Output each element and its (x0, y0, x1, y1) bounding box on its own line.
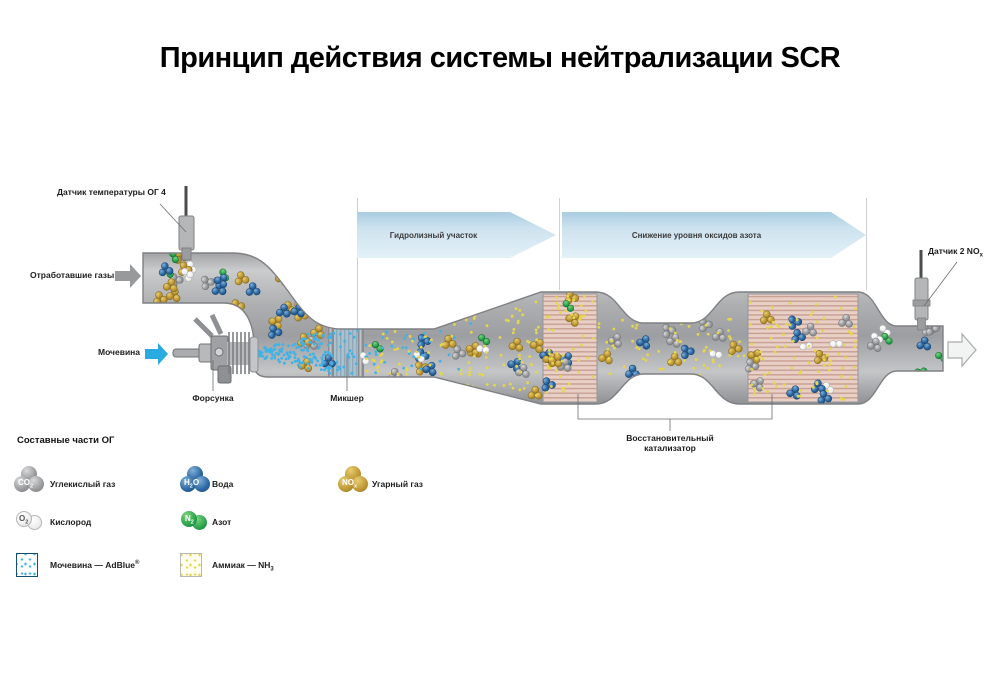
leader-lines (159, 203, 958, 431)
o2-label: Кислород (50, 517, 92, 527)
injector-label: Форсунка (192, 393, 234, 403)
temp-sensor-label: Датчик температуры ОГ 4 (57, 187, 166, 197)
mixer-label: Микшер (330, 393, 364, 403)
nox-reduction-zone-label: Снижение уровня оксидов азота (631, 230, 762, 240)
catalyst-label: Восстановительный катализатор (626, 433, 714, 453)
ammonia-swatch (180, 553, 202, 577)
exhaust-inlet-arrow (115, 264, 141, 288)
nox-molecule-icon: NOx (338, 466, 368, 494)
h2o-label: Вода (212, 479, 234, 489)
exhaust-gases-label: Отработавшие газы (30, 270, 115, 280)
legend-header: Составные части ОГ (17, 435, 115, 446)
nox-reduction-zone-banner (562, 212, 866, 258)
o2-molecule-icon: O2 (16, 510, 44, 532)
h2o-molecule-icon: H2O (180, 466, 210, 494)
urea-adblue-swatch (16, 553, 38, 577)
co2-label: Углекислый газ (50, 479, 116, 489)
gas-molecules-layer (153, 253, 943, 404)
temperature-sensor (178, 186, 195, 261)
urea-injector (172, 313, 259, 384)
page-title: Принцип действия системы нейтрализации S… (159, 42, 841, 74)
hydrolysis-zone-label: Гидролизный участок (389, 230, 478, 240)
urea-inlet-arrow (145, 343, 168, 365)
urea-label: Мочевина (98, 347, 141, 357)
n2-molecule-icon: N2 (181, 510, 209, 532)
urea-adblue-label: Мочевина — AdBlue® (50, 560, 140, 570)
hydrolysis-zone-banner (357, 212, 556, 258)
nox-label: Угарный газ (372, 479, 423, 489)
n2-label: Азот (212, 517, 232, 527)
mixer-unit (328, 327, 364, 379)
co2-molecule-icon: CO2 (14, 466, 44, 494)
nox-sensor-label: Датчик 2 NOx (928, 246, 983, 259)
ammonia-label: Аммиак — NH3 (212, 560, 274, 573)
nox-sensor (912, 250, 931, 331)
outlet-arrow (947, 332, 977, 368)
